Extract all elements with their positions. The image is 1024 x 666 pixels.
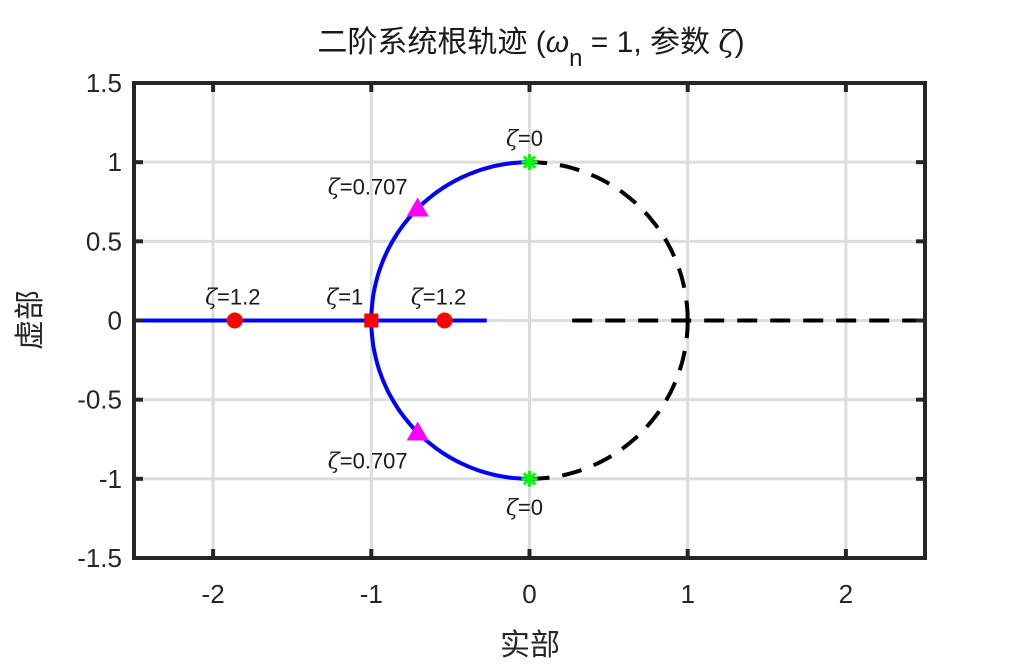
circle-marker-icon: [226, 312, 243, 329]
x-tick-label: 0: [522, 579, 536, 609]
asterisk-marker-icon: [522, 155, 537, 169]
marker-triangle-up: ζ=0.707: [328, 421, 429, 474]
triangle-marker-icon: [406, 421, 429, 441]
y-tick-label: -1: [99, 464, 122, 494]
unstable-locus-line: [529, 160, 690, 321]
x-tick-label: -2: [202, 579, 225, 609]
locus-series: [134, 160, 925, 481]
marker-circle: ζ=1.2: [411, 285, 466, 329]
marker-asterisk: ζ=0: [506, 126, 543, 171]
y-tick-label: -0.5: [77, 385, 122, 415]
damping-annotation: ζ=0.707: [328, 175, 408, 201]
y-axis-label: 虚部: [13, 290, 48, 350]
triangle-marker-icon: [406, 197, 429, 217]
y-tick-label: 1: [108, 147, 122, 177]
y-tick-label: -1.5: [77, 543, 122, 573]
axis-ticks: -2 -1 0 1 2 1.5 1 0.5 0 -0.5 -1 -1.5: [77, 68, 925, 609]
unstable-locus-line: [529, 320, 690, 481]
x-tick-label: -1: [360, 579, 383, 609]
damping-annotation: ζ=1.2: [205, 285, 260, 311]
marker-asterisk: ζ=0: [506, 470, 543, 521]
marker-circle: ζ=1.2: [205, 285, 260, 329]
chart-title: 二阶系统根轨迹 (ωn = 1, 参数 ζ): [317, 25, 744, 72]
damping-markers: ζ=0 ζ=0 ζ=0.707 ζ=0.707 ζ=1 ζ=1.2 ζ=1.2: [205, 126, 543, 521]
x-tick-label: 1: [680, 579, 694, 609]
y-tick-label: 1.5: [86, 68, 122, 98]
x-tick-label: 2: [839, 579, 853, 609]
y-tick-label: 0: [108, 306, 122, 336]
marker-triangle-up: ζ=0.707: [328, 175, 429, 217]
asterisk-marker-icon: [522, 472, 537, 486]
damping-annotation: ζ=1.2: [411, 285, 466, 311]
damping-annotation: ζ=0.707: [328, 448, 408, 474]
square-marker-icon: [364, 313, 379, 328]
circle-marker-icon: [436, 312, 453, 329]
damping-annotation: ζ=0: [506, 126, 543, 152]
marker-square: ζ=1: [326, 285, 379, 328]
damping-annotation: ζ=1: [326, 285, 363, 311]
y-tick-label: 0.5: [86, 226, 122, 256]
damping-annotation: ζ=0: [506, 495, 543, 521]
x-axis-label: 实部: [500, 628, 560, 663]
